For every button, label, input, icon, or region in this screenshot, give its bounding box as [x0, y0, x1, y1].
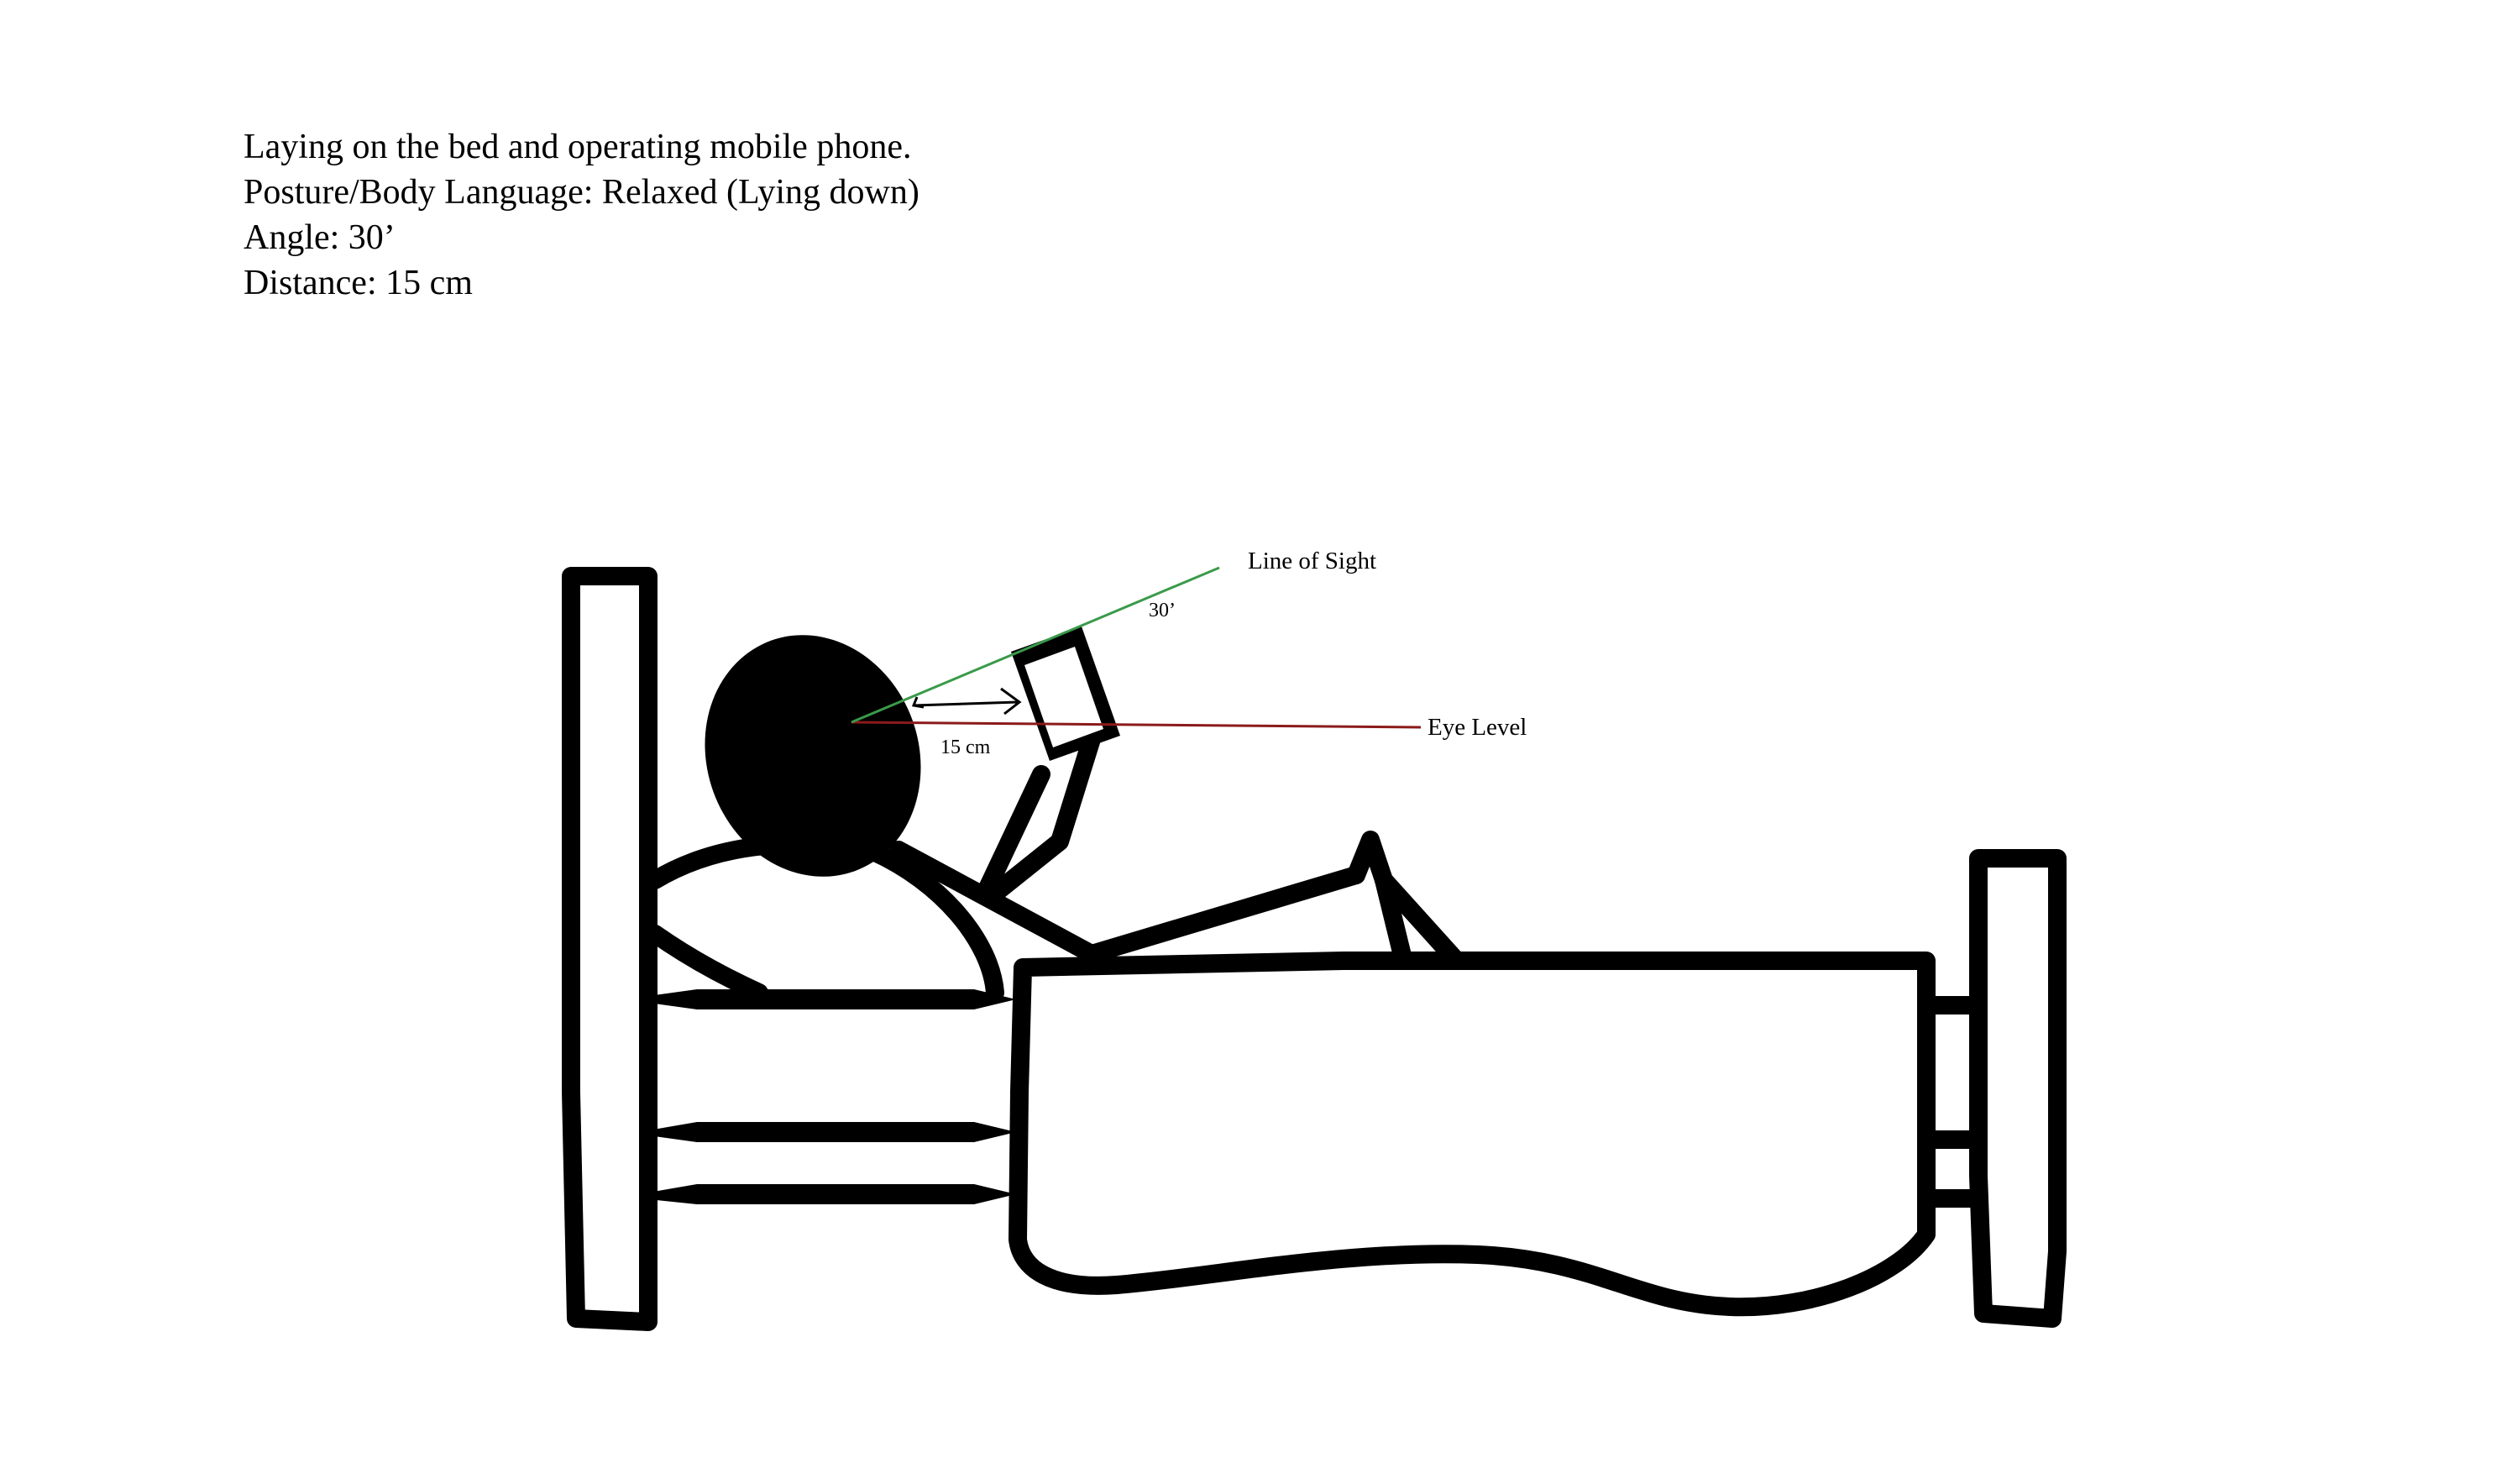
line-of-sight-line [851, 566, 1220, 724]
shin-front [1375, 871, 1413, 972]
description-line-distance: Distance: 15 cm [244, 264, 473, 302]
phone [1011, 627, 1120, 761]
headboard-slat-top [648, 989, 1016, 1009]
blanket [1009, 952, 1936, 1317]
description-line-posture: Posture/Body Language: Relaxed (Lying do… [244, 173, 919, 212]
head [705, 635, 921, 877]
footboard-post [1969, 849, 2067, 1328]
headboard-slat-bottom [648, 1184, 1016, 1204]
footboard-slat-bottom [1926, 1189, 1978, 1208]
distance-label: 15 cm [940, 737, 991, 758]
description-line-activity: Laying on the bed and operating mobile p… [244, 128, 912, 166]
thigh [1082, 866, 1365, 963]
upper-arm [975, 765, 1050, 904]
angle-label: 30’ [1149, 600, 1176, 621]
eye-level-line [851, 721, 1422, 729]
forearm [983, 730, 1101, 904]
headboard-slat-middle [648, 1122, 1016, 1142]
line-of-sight-label: Line of Sight [1248, 548, 1376, 574]
description-block: Laying on the bed and operating mobile p… [244, 124, 919, 306]
headboard-post [562, 567, 658, 1331]
description-line-angle: Angle: 30’ [244, 218, 396, 257]
footboard-slat-middle [1926, 1130, 1978, 1149]
pillow-bottom [646, 925, 768, 1002]
distance-arrow [911, 687, 1022, 716]
knee [1347, 831, 1393, 889]
eye-level-label: Eye Level [1428, 714, 1527, 741]
footboard-slat-top [1926, 996, 1978, 1014]
